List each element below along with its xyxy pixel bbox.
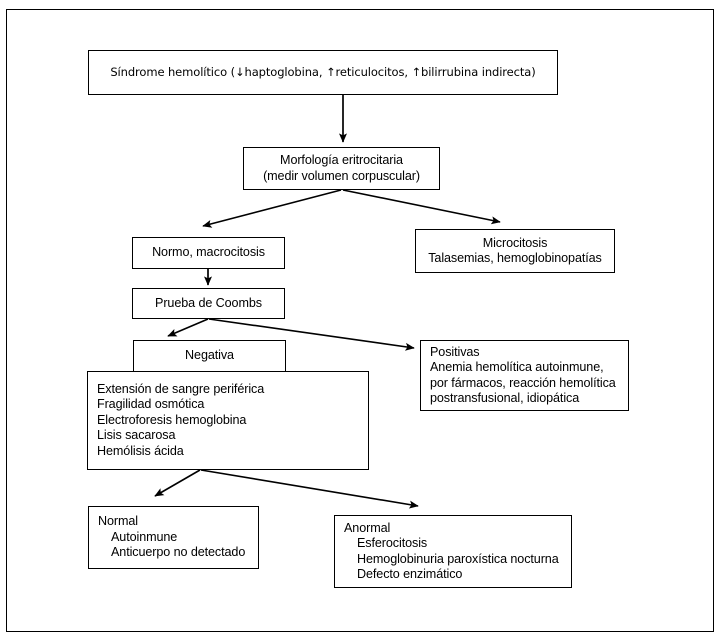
node-microcitosis-line-1: Microcitosis	[482, 235, 548, 250]
node-pruebas-line-3: Electroforesis hemoglobina	[97, 412, 247, 427]
node-anormal[interactable]: Anormal Esferocitosis Hemoglobinuria par…	[334, 515, 572, 588]
node-anormal-line-2: Esferocitosis	[357, 536, 428, 550]
node-positivas-line-1: Positivas	[430, 344, 480, 359]
node-positivas[interactable]: Positivas Anemia hemolítica autoinmune, …	[420, 340, 629, 411]
node-pruebas-line-2: Fragilidad osmótica	[97, 397, 205, 412]
node-normal[interactable]: Normal Autoinmune Anticuerpo no detectad…	[88, 506, 259, 569]
node-morfologia-eritrocitaria[interactable]: Morfología eritrocitaria (medir volumen …	[243, 147, 440, 190]
node-pruebas-line-5: Hemólisis ácida	[97, 443, 184, 458]
node-positivas-line-4: postransfusional, idiopática	[430, 391, 580, 405]
node-pruebas-line-4: Lisis sacarosa	[97, 428, 176, 443]
node-negativa-line-1: Negativa	[185, 348, 234, 363]
node-positivas-line-2: Anemia hemolítica autoinmune,	[430, 360, 604, 374]
node-positivas-line-3: por fármacos, reacción hemolítica	[430, 375, 616, 390]
node-sindrome-line-1: Síndrome hemolítico (↓haptoglobina, ↑ret…	[110, 64, 536, 79]
node-anormal-line-3: Hemoglobinuria paroxística nocturna	[357, 551, 559, 566]
node-negativa[interactable]: Negativa	[133, 340, 286, 372]
node-normo-macrocitosis[interactable]: Normo, macrocitosis	[132, 237, 285, 269]
node-sindrome-hemolitico[interactable]: Síndrome hemolítico (↓haptoglobina, ↑ret…	[88, 50, 558, 95]
node-anormal-line-4: Defecto enzimático	[357, 567, 463, 581]
node-normo-line-1: Normo, macrocitosis	[152, 245, 265, 260]
node-prueba-de-coombs[interactable]: Prueba de Coombs	[132, 288, 285, 319]
node-morfologia-line-2: (medir volumen corpuscular)	[263, 168, 420, 183]
node-morfologia-line-1: Morfología eritrocitaria	[280, 153, 403, 167]
node-normal-line-2: Autoinmune	[111, 529, 178, 544]
node-pruebas-laboratorio[interactable]: Extensión de sangre periférica Fragilida…	[87, 371, 369, 470]
node-normal-line-1: Normal	[98, 514, 138, 529]
node-coombs-line-1: Prueba de Coombs	[155, 295, 262, 310]
node-microcitosis[interactable]: Microcitosis Talasemias, hemoglobinopatí…	[415, 229, 615, 273]
node-microcitosis-line-2: Talasemias, hemoglobinopatías	[428, 251, 602, 265]
node-normal-line-3: Anticuerpo no detectado	[111, 545, 246, 560]
node-pruebas-line-1: Extensión de sangre periférica	[97, 381, 265, 396]
node-anormal-line-1: Anormal	[344, 520, 391, 535]
